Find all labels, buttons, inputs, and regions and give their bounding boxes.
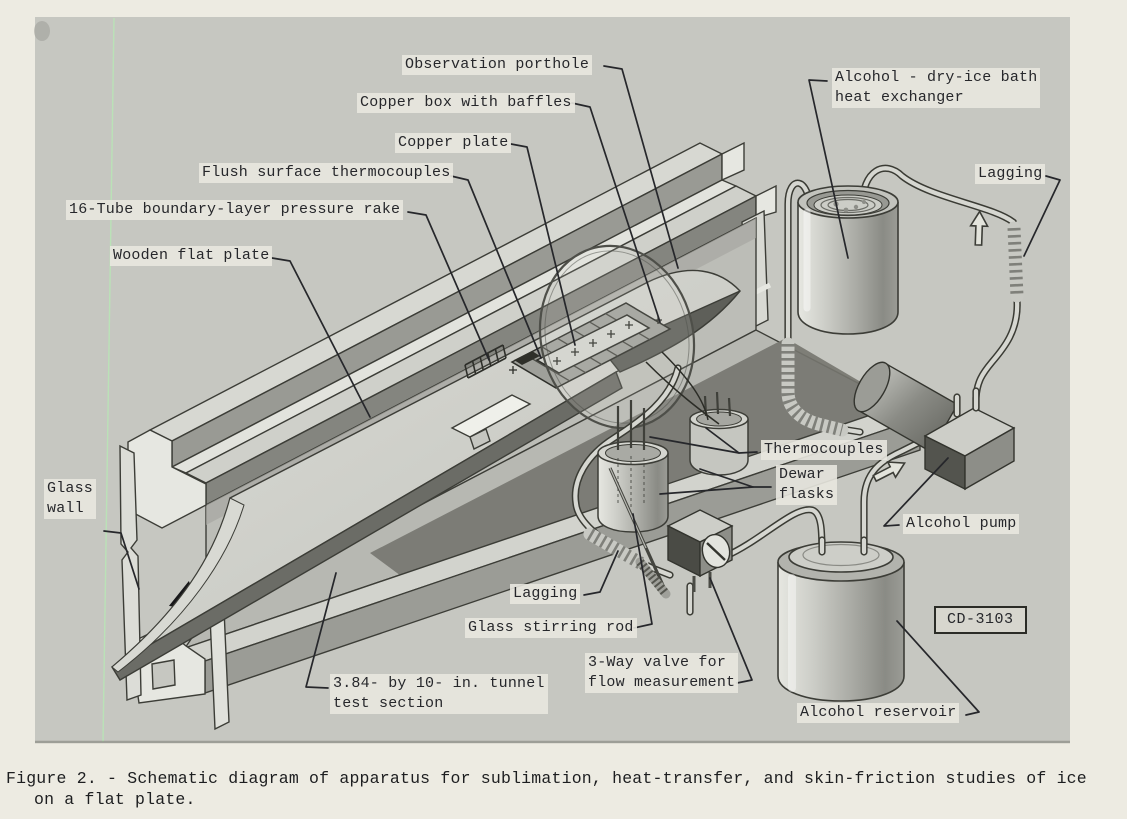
flow-arrow-exchanger — [969, 209, 989, 246]
label-glass-wall: Glass wall — [44, 479, 97, 519]
dewar-flasks — [597, 391, 749, 599]
pressure-rake — [464, 344, 507, 379]
alcohol-pump — [853, 361, 1016, 491]
label-lagging-bottom: Lagging — [510, 584, 581, 604]
label-dewar-flasks: Dewar flasks — [776, 465, 838, 505]
heat-exchanger — [797, 185, 899, 335]
piping — [571, 164, 1024, 616]
dewar-flask-2 — [689, 391, 749, 476]
caption-line-2: on a flat plate. — [34, 790, 196, 810]
label-lagging-top: Lagging — [975, 164, 1046, 184]
label-thermocouples: Thermocouples — [761, 440, 887, 460]
flow-arrows — [872, 209, 989, 483]
label-alcohol-reservoir: Alcohol reservoir — [797, 703, 960, 723]
label-alcohol-pump: Alcohol pump — [903, 514, 1020, 534]
alcohol-reservoir — [777, 536, 905, 702]
cd-number-stamp: CD-3103 — [934, 606, 1027, 634]
figure-caption: Figure 2. - Schematic diagram of apparat… — [6, 768, 1124, 811]
label-pressure-rake: 16-Tube boundary-layer pressure rake — [66, 200, 404, 220]
flow-arrow-pump — [872, 461, 907, 483]
label-stirring-rod: Glass stirring rod — [465, 618, 637, 638]
label-heat-exchanger: Alcohol - dry-ice bath heat exchanger — [832, 68, 1041, 108]
scan-artifact-line — [102, 17, 115, 743]
stirring-rod — [608, 467, 671, 599]
three-way-valve — [666, 509, 734, 592]
label-observation-porthole: Observation porthole — [402, 55, 593, 75]
label-copper-box: Copper box with baffles — [357, 93, 575, 113]
label-flush-thermocouples: Flush surface thermocouples — [199, 163, 454, 183]
leader-lines — [103, 65, 1061, 716]
thermocouple-wires — [645, 351, 720, 425]
scan-smudge — [34, 21, 50, 41]
label-three-way-valve: 3-Way valve for flow measurement — [585, 653, 739, 693]
label-tunnel-test-section: 3.84- by 10- in. tunnel test section — [330, 674, 548, 714]
label-copper-plate: Copper plate — [395, 133, 512, 153]
label-wooden-flat-plate: Wooden flat plate — [110, 246, 273, 266]
dewar-flask-1 — [597, 400, 669, 533]
caption-line-1: Figure 2. - Schematic diagram of apparat… — [6, 769, 1087, 788]
